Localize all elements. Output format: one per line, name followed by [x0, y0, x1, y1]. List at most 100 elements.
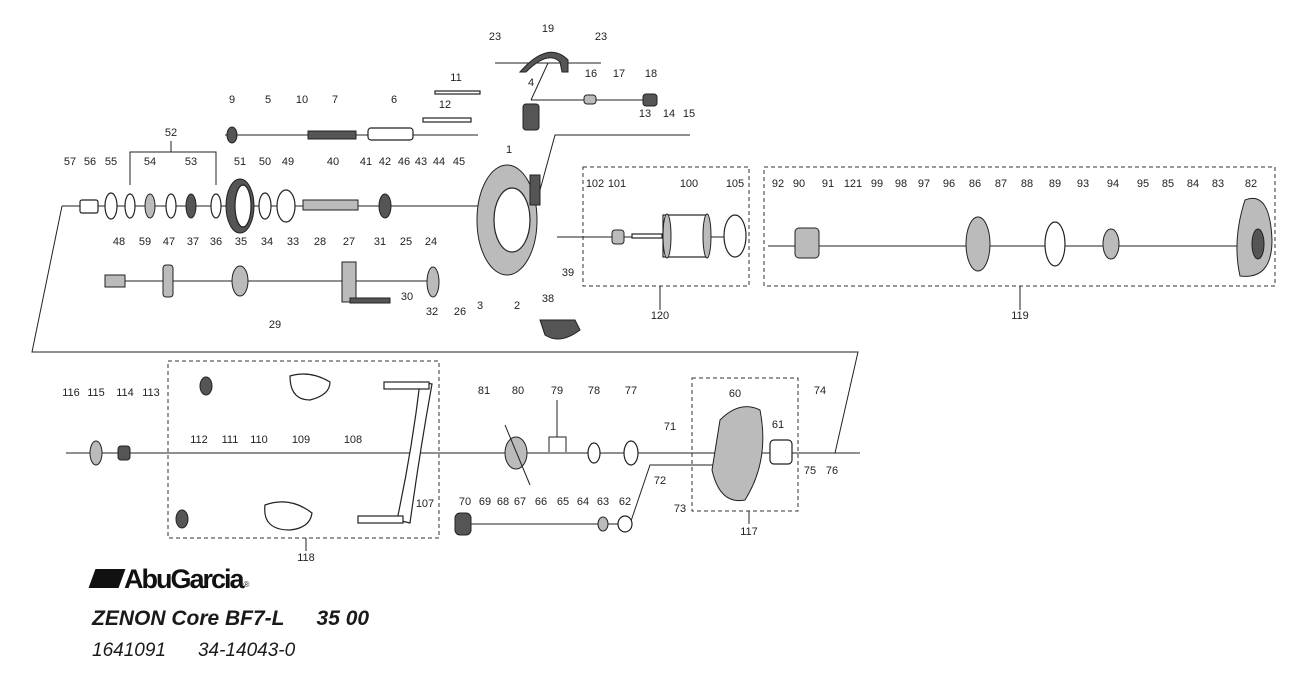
part-77: [623, 440, 639, 466]
part-number-secondary: 34-14043-0: [197, 640, 296, 661]
part-label-81: 81: [478, 385, 490, 397]
part-label-120: 120: [651, 310, 669, 322]
part-label-37: 37: [187, 236, 199, 248]
part-label-52: 52: [165, 127, 177, 139]
part-label-63: 63: [597, 496, 609, 508]
part-label-17: 17: [613, 68, 625, 80]
part-label-95: 95: [1137, 178, 1149, 190]
part-label-111: 111: [222, 434, 239, 446]
part-label-114: 114: [116, 387, 134, 399]
part-24: [426, 266, 440, 298]
part-cover-82: [1236, 198, 1273, 277]
part-label-38: 38: [542, 293, 554, 305]
group-box-120: [582, 166, 750, 287]
part-label-25: 25: [400, 236, 412, 248]
part-label-28: 28: [314, 236, 326, 248]
part-label-94: 94: [1107, 178, 1119, 190]
part-label-109: 109: [292, 434, 310, 446]
part-label-97: 97: [918, 178, 930, 190]
part-label-33: 33: [287, 236, 299, 248]
part-label-23: 23: [489, 31, 501, 43]
part-80: [504, 424, 531, 486]
part-62: [617, 515, 633, 533]
part-spool-100: [631, 213, 712, 259]
model-name: ZENON Core BF7-L: [92, 607, 285, 630]
part-label-102: 102: [586, 178, 604, 190]
part-label-41: 41: [360, 156, 372, 168]
part-56: [79, 199, 99, 214]
part-label-89: 89: [1049, 178, 1061, 190]
part-label-7: 7: [332, 94, 338, 106]
part-sideplate-60: [711, 406, 764, 502]
part-label-107: 107: [416, 498, 434, 510]
part-48: [104, 274, 126, 288]
brand-name: AbuGarcia: [124, 564, 245, 594]
part-label-24: 24: [425, 236, 437, 248]
part-label-51: 51: [234, 156, 246, 168]
connector-levelwind: [495, 62, 651, 101]
part-levelwind-bar-19: [518, 51, 569, 73]
part-label-9: 9: [229, 94, 235, 106]
part-label-64: 64: [577, 496, 589, 508]
part-63: [597, 516, 609, 532]
part-label-53: 53: [185, 156, 197, 168]
part-handle-107: [396, 381, 433, 524]
part-label-39: 39: [562, 267, 574, 279]
part-label-12: 12: [439, 99, 451, 111]
part-label-46: 46: [398, 156, 410, 168]
part-label-44: 44: [433, 156, 445, 168]
part-label-15: 15: [683, 108, 695, 120]
part-label-57: 57: [64, 156, 76, 168]
part-shaft-40: [302, 199, 359, 211]
part-label-79: 79: [551, 385, 563, 397]
part-11: [434, 90, 481, 95]
part-label-55: 55: [105, 156, 117, 168]
part-108-shafts: [357, 381, 430, 524]
part-washers-52: [104, 192, 272, 220]
part-label-29: 29: [269, 319, 281, 331]
part-label-40: 40: [327, 156, 339, 168]
part-label-4: 4: [528, 77, 534, 89]
part-label-118: 118: [297, 552, 315, 564]
part-label-56: 56: [84, 156, 96, 168]
part-label-32: 32: [426, 306, 438, 318]
part-4: [522, 103, 540, 131]
part-label-76: 76: [826, 465, 838, 477]
part-label-61: 61: [772, 419, 784, 431]
part-label-113: 113: [142, 387, 160, 399]
part-label-65: 65: [557, 496, 569, 508]
part-label-82: 82: [1245, 178, 1257, 190]
part-label-50: 50: [259, 156, 271, 168]
part-levelwind-6: [367, 127, 414, 141]
part-label-110: 110: [250, 434, 268, 446]
part-label-92: 92: [772, 178, 784, 190]
brand-logo: AbuGarcia ®: [88, 562, 249, 594]
part-112-bottom: [175, 509, 189, 529]
part-gear-51: [225, 178, 255, 234]
part-label-2: 2: [514, 300, 520, 312]
part-86: [965, 216, 991, 272]
part-label-115: 115: [87, 387, 105, 399]
part-label-85: 85: [1162, 178, 1174, 190]
part-label-101: 101: [608, 178, 626, 190]
leader-52: [129, 141, 217, 185]
part-label-45: 45: [453, 156, 465, 168]
part-label-67: 67: [514, 496, 526, 508]
part-label-119: 119: [1011, 310, 1029, 322]
part-label-10: 10: [296, 94, 308, 106]
part-label-34: 34: [261, 236, 273, 248]
part-label-11: 11: [450, 72, 461, 84]
part-label-27: 27: [343, 236, 355, 248]
part-label-59: 59: [139, 236, 151, 248]
part-label-117: 117: [740, 526, 758, 538]
part-89: [1044, 221, 1066, 267]
part-label-35: 35: [235, 236, 247, 248]
part-label-68: 68: [497, 496, 509, 508]
part-label-19: 19: [542, 23, 554, 35]
connector-13: [539, 134, 690, 191]
part-label-48: 48: [113, 236, 125, 248]
part-label-47: 47: [163, 236, 175, 248]
part-label-5: 5: [265, 94, 271, 106]
